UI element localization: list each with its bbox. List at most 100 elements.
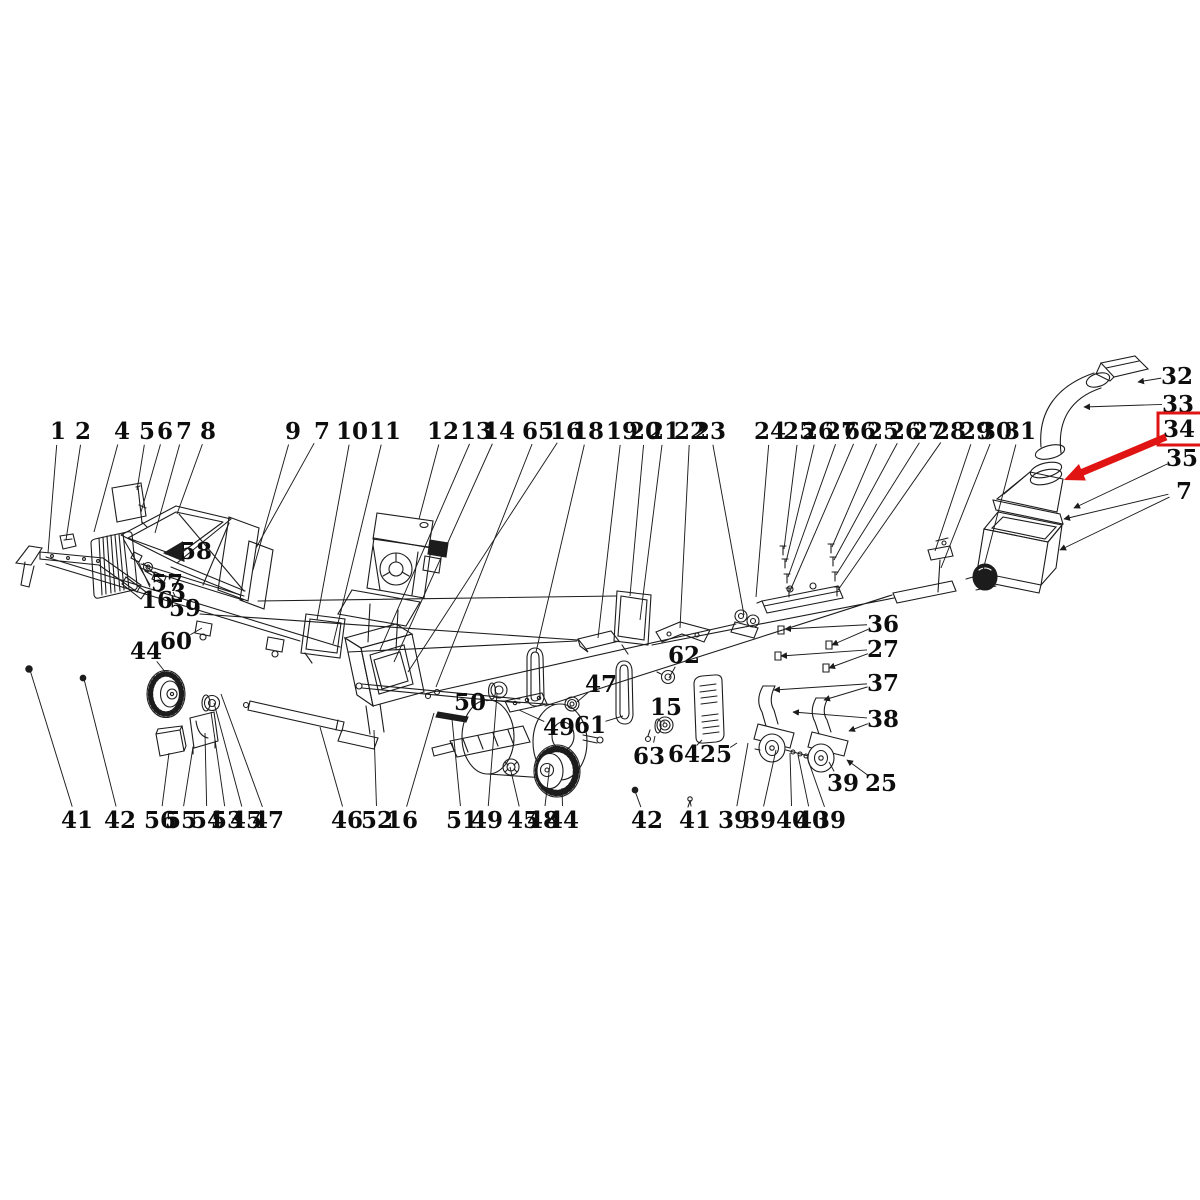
leader-line-56 xyxy=(161,752,170,807)
leader-line-12 xyxy=(418,444,440,520)
part-label-3-41: 3 xyxy=(170,579,186,606)
part-label-38-58: 38 xyxy=(867,706,899,733)
part-label-42-62: 42 xyxy=(104,807,136,834)
belt-18-drawing xyxy=(526,647,545,707)
part-label-25-27: 25 xyxy=(867,418,899,445)
leader-line-25 xyxy=(729,742,738,748)
part-label-27-25: 27 xyxy=(825,418,857,445)
part-label-51-72: 51 xyxy=(446,807,478,834)
leader-line-60 xyxy=(190,627,203,636)
part-label-45-67: 45 xyxy=(230,807,262,834)
side-panel-drawing xyxy=(217,516,274,610)
bevel-gearbox-drawing xyxy=(194,620,285,658)
highlight-box-part-34 xyxy=(1156,411,1200,447)
leader-line-4 xyxy=(93,444,119,533)
tongue-bar-drawing xyxy=(756,582,844,614)
leader-line-26 xyxy=(785,444,815,563)
leader-line-52 xyxy=(373,729,377,807)
leader-line-27 xyxy=(828,653,869,670)
part-label-46-69: 46 xyxy=(331,807,363,834)
highlight-annotation-34 xyxy=(1064,411,1200,481)
leader-line-59 xyxy=(172,591,176,598)
deflector-32-drawing xyxy=(1095,355,1150,382)
small-panel-drawing xyxy=(111,482,147,523)
part-label-20-18: 20 xyxy=(629,418,661,445)
leader-line-31 xyxy=(982,444,1017,571)
part-label-65-14: 65 xyxy=(522,418,554,445)
leader-line-9 xyxy=(252,444,290,571)
part-label-63-52: 63 xyxy=(633,743,665,770)
part-label-27-29: 27 xyxy=(912,418,944,445)
part-label-39-79: 39 xyxy=(718,807,750,834)
caster-right-drawing xyxy=(807,697,849,773)
part-label-54-65: 54 xyxy=(191,807,223,834)
part-label-24-22: 24 xyxy=(754,418,786,445)
part-label-26-28: 26 xyxy=(889,418,921,445)
part-label-59-43: 59 xyxy=(169,595,201,622)
leader-line-39 xyxy=(763,749,777,807)
part-label-39-80: 39 xyxy=(744,807,776,834)
leader-line-55 xyxy=(183,746,194,807)
leader-line-50 xyxy=(485,699,493,702)
leader-line-47 xyxy=(576,692,589,703)
highlight-arrow-head xyxy=(1064,463,1086,481)
part-label-39-59: 39 xyxy=(827,770,859,797)
part-label-23-21: 23 xyxy=(694,418,726,445)
part-label-31-33: 31 xyxy=(1004,418,1036,445)
leader-line-40 xyxy=(797,754,810,807)
part-label-58-39: 58 xyxy=(180,538,212,565)
engine-drawing xyxy=(366,512,449,599)
leader-line-37 xyxy=(773,683,868,693)
bracket-30-drawing xyxy=(927,537,954,593)
leader-line-16 xyxy=(406,712,435,807)
part-label-25-54: 25 xyxy=(700,741,732,768)
leader-line-49 xyxy=(487,693,498,807)
leader-line-25 xyxy=(831,443,877,548)
leader-line-7 xyxy=(1063,493,1169,521)
leader-line-42 xyxy=(83,678,117,807)
caster-axle-drawing xyxy=(785,749,809,759)
leader-line-11 xyxy=(332,444,382,645)
pulley-15-drawing xyxy=(654,716,674,734)
panel-20-drawing xyxy=(613,590,652,655)
part-label-21-19: 21 xyxy=(648,418,680,445)
leader-line-63 xyxy=(653,735,656,743)
leader-line-44 xyxy=(561,787,563,807)
leader-line-36 xyxy=(831,628,869,646)
leader-line-48 xyxy=(544,763,551,807)
discharge-tube-33-drawing xyxy=(1029,372,1111,486)
leader-line-26 xyxy=(833,443,898,561)
leader-line-62 xyxy=(668,666,676,679)
part-label-66-26: 66 xyxy=(844,418,876,445)
part-label-25-23: 25 xyxy=(783,418,815,445)
leader-line-23 xyxy=(712,444,745,616)
part-label-16-15: 16 xyxy=(550,418,582,445)
leader-line-35 xyxy=(1073,463,1168,509)
leader-line-45 xyxy=(213,702,243,807)
muffler-cover-drawing xyxy=(693,674,725,744)
leader-line-64 xyxy=(696,739,703,746)
leader-line-65 xyxy=(435,443,533,688)
leader-line-39 xyxy=(736,742,749,807)
pivot-rod-drawing xyxy=(139,563,245,601)
part-label-62-51: 62 xyxy=(668,642,700,669)
leader-line-32 xyxy=(1137,377,1162,385)
side-panel-mid-drawing xyxy=(300,613,346,664)
leader-line-19 xyxy=(597,444,621,639)
leader-lines xyxy=(29,377,1170,808)
fastener-dots-drawing xyxy=(25,665,693,808)
leader-line-33 xyxy=(1083,403,1163,411)
part-label-16-42: 16 xyxy=(141,587,173,614)
part-label-40-82: 40 xyxy=(796,807,828,834)
road-wheel-center-drawing xyxy=(533,744,581,798)
part-label-35-37: 35 xyxy=(1166,445,1198,472)
part-label-22-20: 22 xyxy=(674,418,706,445)
part-label-26-24: 26 xyxy=(802,418,834,445)
part-label-41-61: 41 xyxy=(61,807,93,834)
leader-line-39 xyxy=(806,756,825,808)
part-label-8-6: 8 xyxy=(200,418,216,445)
axle-beam-drawing xyxy=(242,700,345,732)
support-box-drawing xyxy=(155,725,187,757)
part-label-11-10: 11 xyxy=(369,418,401,445)
pulley-47-drawing xyxy=(564,696,580,712)
